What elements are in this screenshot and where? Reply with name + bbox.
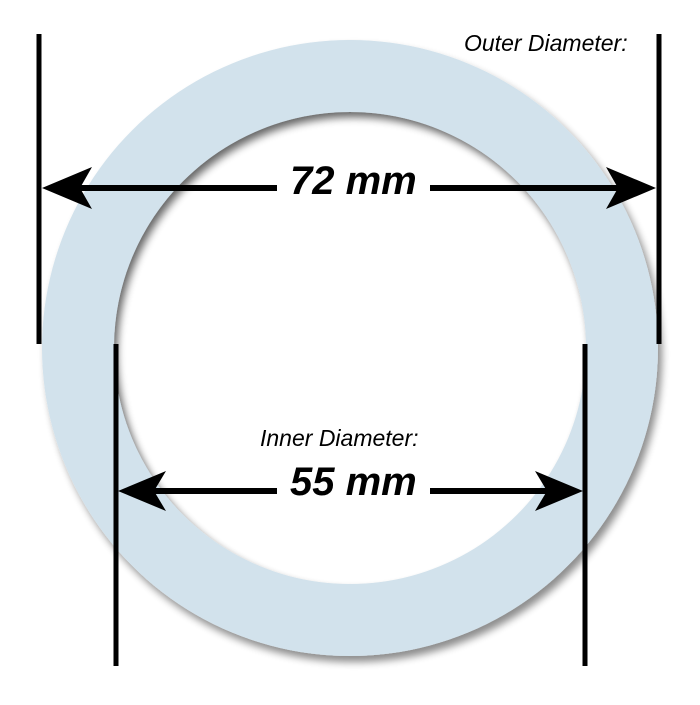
- outer-dimension-arrow-right: [430, 167, 656, 209]
- outer-dimension-arrow-left: [42, 167, 277, 209]
- inner-dimension-arrow-right: [430, 471, 583, 511]
- inner-diameter-label: Inner Diameter:: [260, 425, 419, 451]
- inner-diameter-value: 55 mm: [290, 460, 417, 504]
- inner-dimension-arrow-left: [118, 471, 277, 511]
- outer-diameter-value: 72 mm: [290, 159, 417, 203]
- outer-diameter-label: Outer Diameter:: [464, 30, 628, 56]
- gasket-ring: [41, 40, 658, 656]
